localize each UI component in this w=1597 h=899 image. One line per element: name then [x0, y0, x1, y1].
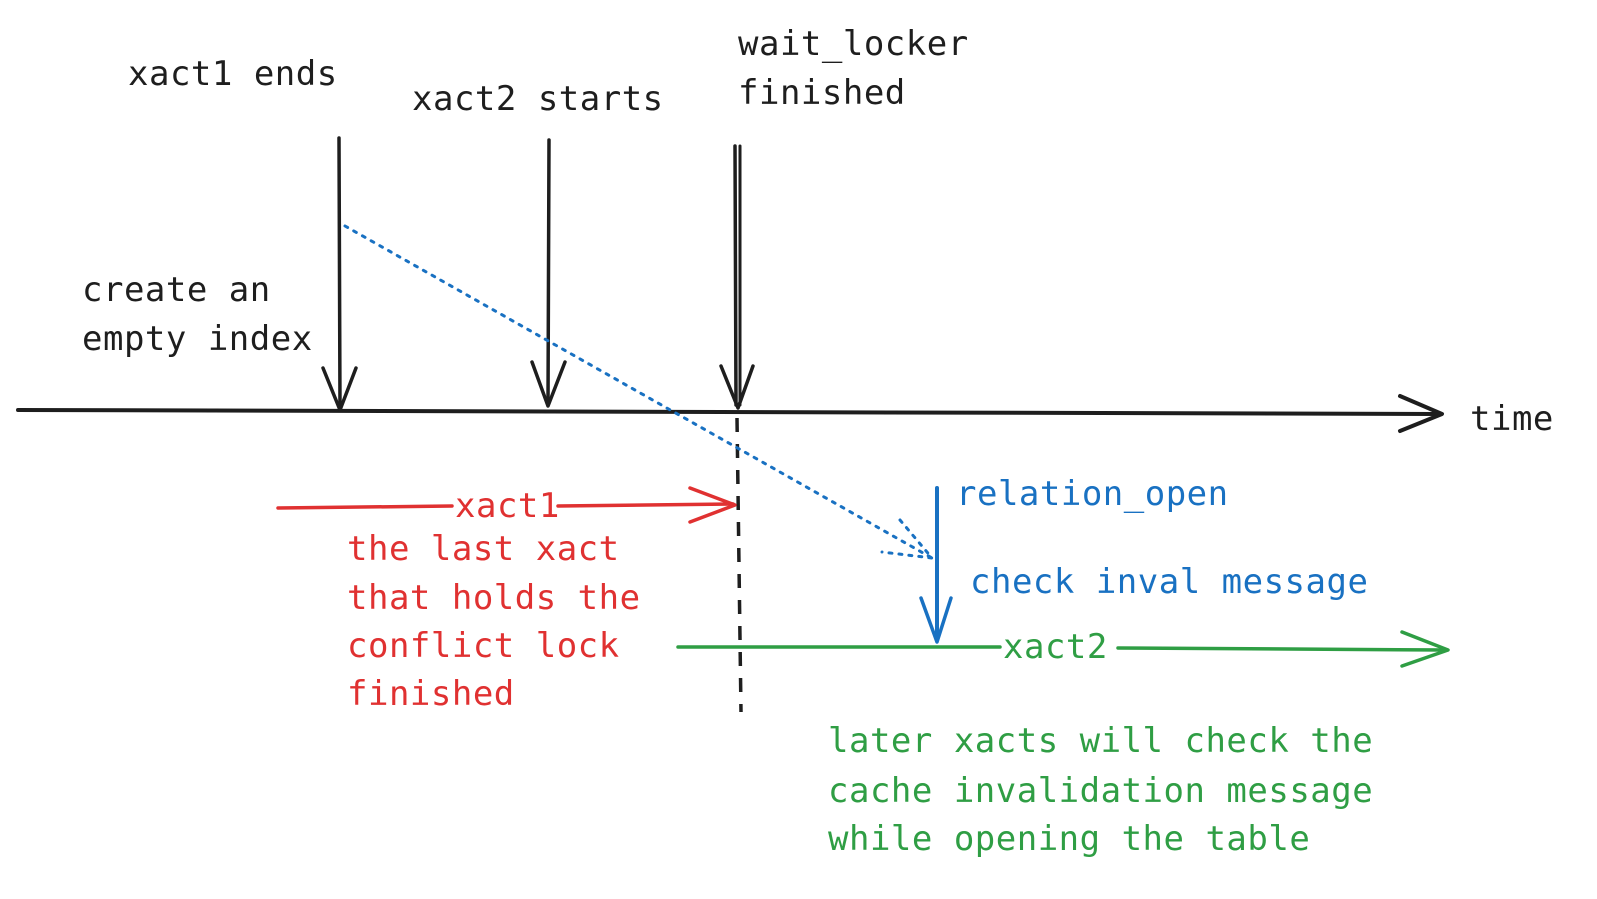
xact2-starts-arrow — [530, 138, 567, 408]
xact1-ends-label: xact1 ends — [128, 54, 338, 94]
relation-open-label: relation_open — [956, 474, 1229, 514]
time-label: time — [1470, 399, 1554, 439]
xact1-note-line2: that holds the — [347, 578, 641, 618]
xact1-arrow — [276, 486, 737, 524]
xact1-label: xact1 — [455, 486, 560, 526]
wait-locker-arrow — [719, 144, 755, 410]
xact2-label: xact2 — [1003, 627, 1108, 667]
xact1-note-line4: finished — [347, 674, 515, 714]
check-inval-label: check inval message — [970, 562, 1368, 602]
later-note-line3: while opening the table — [828, 819, 1310, 859]
relation-open-arrow — [919, 486, 953, 644]
inval-dotted-line — [343, 224, 936, 560]
xact1-note-line3: conflict lock — [347, 626, 620, 666]
later-note-line2: cache invalidation message — [828, 771, 1373, 811]
xact2-arrow — [676, 630, 1450, 668]
create-index-label-line1: create an — [82, 270, 271, 310]
wait-locker-label-line1: wait_locker — [738, 24, 969, 64]
later-note-line1: later xacts will check the — [828, 721, 1373, 761]
wait-locker-dashed-line — [735, 417, 743, 713]
xact1-ends-arrow — [321, 136, 358, 412]
xact1-note-line1: the last xact — [347, 529, 620, 569]
create-index-label-line2: empty index — [82, 319, 313, 359]
time-axis — [16, 394, 1444, 433]
xact2-starts-label: xact2 starts — [412, 79, 664, 119]
wait-locker-label-line2: finished — [738, 73, 906, 113]
